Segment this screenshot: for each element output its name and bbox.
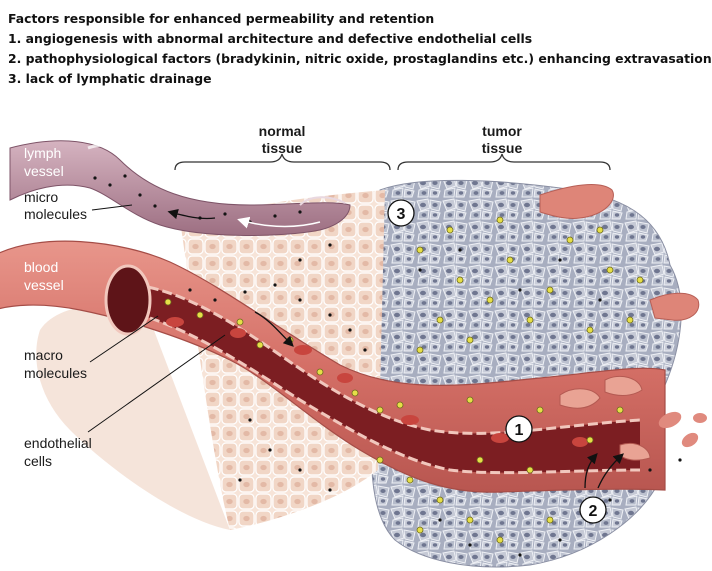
label-normal: normal — [259, 123, 306, 139]
label-lymph: lymph — [24, 145, 61, 161]
marker-2: 2 — [580, 497, 606, 523]
marker-1: 1 — [506, 416, 532, 442]
marker-3-label: 3 — [397, 206, 406, 223]
region-braces — [175, 154, 610, 170]
label-blood: blood — [24, 259, 58, 275]
label-macro-molecules: molecules — [24, 365, 87, 381]
label-lymph-vessel: vessel — [24, 163, 64, 179]
marker-3: 3 — [388, 200, 414, 226]
label-endothelial: endothelial — [24, 435, 92, 451]
label-macro: macro — [24, 347, 63, 363]
label-endothelial-cells: cells — [24, 453, 52, 469]
label-tumor-tissue: tissue — [482, 140, 523, 156]
label-micro: micro — [24, 189, 58, 205]
label-normal-tissue: tissue — [262, 140, 303, 156]
label-tumor: tumor — [482, 123, 522, 139]
label-blood-vessel: vessel — [24, 277, 64, 293]
marker-2-label: 2 — [589, 503, 598, 520]
label-micro-molecules: molecules — [24, 206, 87, 222]
marker-1-label: 1 — [515, 422, 524, 439]
